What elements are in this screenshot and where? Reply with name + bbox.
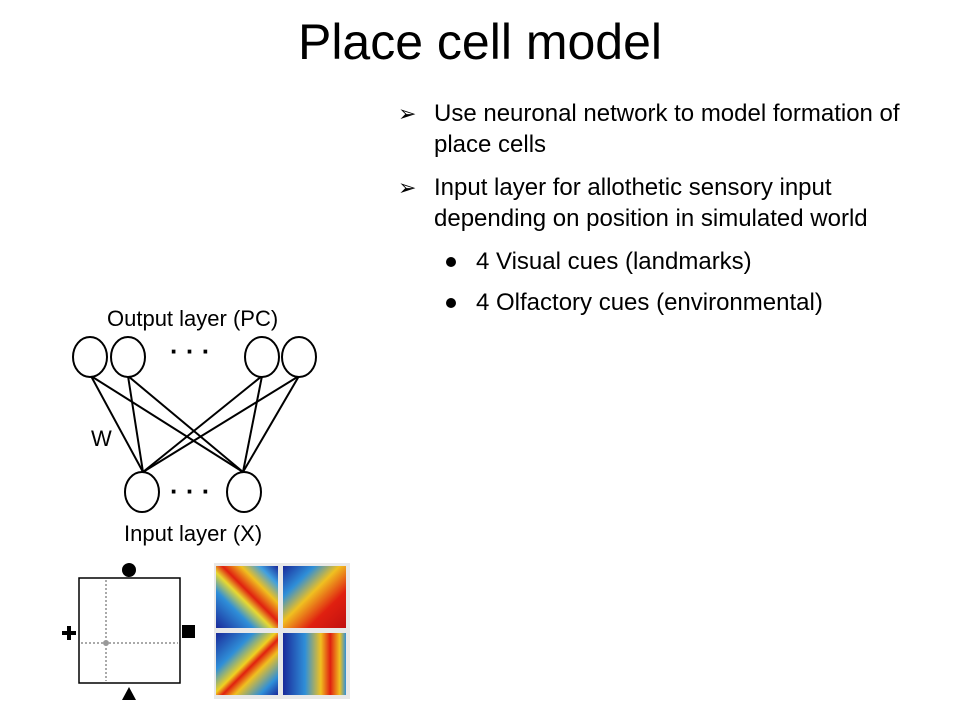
heatmap-panel	[283, 633, 346, 695]
weight-connections	[90, 375, 300, 473]
output-neuron	[281, 336, 317, 378]
arrow-bullet-icon: ➢	[398, 101, 417, 126]
heatmap-panel	[283, 566, 346, 628]
input-ellipsis: · · ·	[170, 476, 210, 506]
output-neuron	[72, 336, 108, 378]
arena-schematic	[62, 563, 195, 700]
bullet-list: ➢ Use neuronal network to model formatio…	[398, 98, 943, 328]
bullet-text: Use neuronal network to model formation …	[434, 100, 900, 158]
bullet-text: Input layer for allothetic sensory input…	[434, 174, 868, 232]
bullet-item: ➢ Input layer for allothetic sensory inp…	[398, 172, 943, 234]
dot-bullet-icon	[446, 257, 456, 267]
place-field-heatmaps	[214, 563, 350, 699]
slide-title: Place cell model	[297, 14, 663, 70]
input-neuron	[124, 471, 160, 513]
sub-bullet-text: 4 Visual cues (landmarks)	[476, 248, 752, 275]
arrow-bullet-icon: ➢	[398, 175, 417, 200]
sub-bullet-item: 4 Visual cues (landmarks)	[398, 246, 943, 277]
triangle-cue-icon	[122, 687, 136, 700]
bullet-item: ➢ Use neuronal network to model formatio…	[398, 98, 943, 160]
weight-label: W	[91, 426, 112, 451]
sub-bullet-item: 4 Olfactory cues (environmental)	[398, 287, 943, 318]
dot-bullet-icon	[446, 298, 456, 308]
cross-cue-icon	[62, 626, 76, 640]
input-layer-label: Input layer (X)	[124, 521, 262, 546]
heatmap-panel	[216, 566, 278, 628]
output-ellipsis: · · ·	[170, 336, 210, 366]
sub-bullet-text: 4 Olfactory cues (environmental)	[476, 289, 823, 316]
circle-cue-icon	[122, 563, 136, 577]
square-cue-icon	[182, 625, 195, 638]
output-neuron	[244, 336, 280, 378]
output-neuron	[110, 336, 146, 378]
output-layer-label: Output layer (PC)	[107, 306, 278, 331]
heatmap-panel	[216, 633, 278, 695]
input-neuron	[226, 471, 262, 513]
